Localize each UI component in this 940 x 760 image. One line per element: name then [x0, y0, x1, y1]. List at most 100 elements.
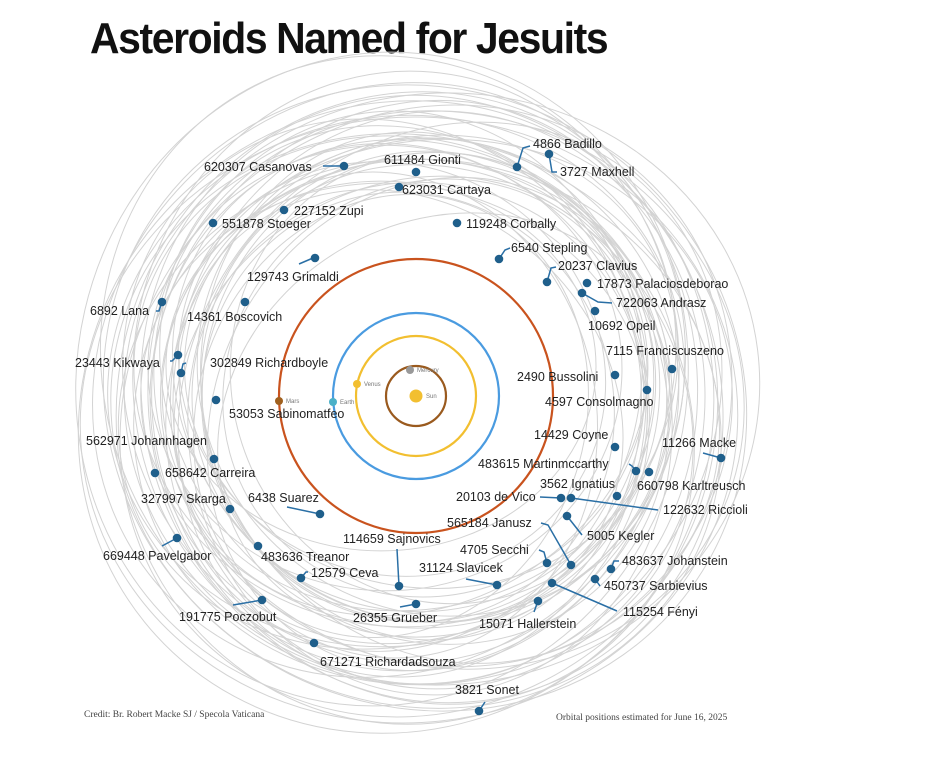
asteroid-dot — [610, 370, 620, 380]
asteroid-dot — [176, 368, 186, 378]
sun-label: Sun — [426, 394, 437, 400]
asteroid-label: 450737 Sarbievius — [604, 579, 708, 593]
asteroid-dot — [394, 581, 404, 591]
asteroid-label: 2490 Bussolini — [517, 370, 598, 384]
asteroid-dot — [394, 182, 404, 192]
leader-line — [540, 522, 572, 566]
asteroid-orbit-path — [110, 133, 722, 709]
asteroid-orbit-path — [159, 125, 669, 645]
asteroid-label: 114659 Sajnovics — [343, 532, 441, 546]
asteroid-label: 10692 Opeil — [588, 319, 655, 333]
asteroid-dot — [157, 297, 167, 307]
venus-marker — [353, 380, 361, 388]
leader-line — [548, 153, 557, 173]
asteroid-dot — [494, 254, 504, 264]
asteroid-label: 227152 Zupi — [294, 204, 364, 218]
asteroid-orbit-path — [75, 51, 689, 707]
asteroid-label: 4597 Consolmagno — [545, 395, 653, 409]
asteroid-label: 562971 Johannhagen — [86, 434, 207, 448]
asteroid-dot — [211, 395, 221, 405]
asteroid-orbit-path — [165, 138, 643, 652]
asteroid-label: 20237 Clavius — [558, 259, 637, 273]
asteroid-markers — [150, 149, 726, 716]
asteroid-orbit-path — [107, 114, 685, 648]
asteroid-dot — [642, 385, 652, 395]
mercury-marker — [406, 366, 414, 374]
asteroid-orbit-path — [173, 175, 649, 617]
asteroid-orbit-path — [177, 161, 607, 577]
asteroid-dot — [315, 509, 325, 519]
asteroid-orbit-path — [201, 191, 615, 623]
asteroid-orbit-path — [187, 150, 673, 696]
asteroid-dot — [667, 364, 677, 374]
asteroid-label: 7115 Franciscuszeno — [606, 344, 724, 358]
asteroid-dot — [512, 162, 522, 172]
asteroid-label: 53053 Sabinomatfeo — [229, 407, 344, 421]
asteroid-dot — [172, 533, 182, 543]
mars-marker — [275, 397, 283, 405]
asteroid-label: 14361 Boscovich — [187, 310, 282, 324]
asteroid-label: 483637 Johanstein — [622, 554, 728, 568]
asteroid-label: 6540 Stepling — [511, 241, 588, 255]
asteroid-label: 15071 Hallerstein — [479, 617, 576, 631]
mercury-orbit — [384, 364, 448, 428]
asteroid-dot — [566, 493, 576, 503]
asteroid-dot — [542, 277, 552, 287]
earth-marker — [329, 398, 337, 406]
asteroid-label: 483636 Treanor — [261, 550, 349, 564]
asteroid-label: 122632 Riccioli — [663, 503, 748, 517]
asteroid-label: 11266 Macke — [662, 436, 736, 450]
asteroid-dot — [716, 453, 726, 463]
asteroid-dot — [644, 467, 654, 477]
asteroid-orbit-path — [147, 110, 647, 678]
asteroid-dot — [173, 350, 183, 360]
asteroid-orbit-path — [140, 94, 724, 704]
asteroid-label: 722063 Andrasz — [616, 296, 706, 310]
asteroid-label: 623031 Cartaya — [402, 183, 491, 197]
leader-line — [516, 145, 531, 168]
asteroid-dot — [279, 205, 289, 215]
asteroid-orbit-path — [222, 178, 648, 598]
asteroid-dot — [566, 560, 576, 570]
earth-orbit — [331, 311, 501, 481]
asteroid-label: 611484 Gionti — [384, 153, 461, 167]
asteroid-label: 4705 Secchi — [460, 543, 529, 557]
asteroid-orbit-path — [133, 138, 733, 686]
asteroid-orbit-path — [229, 151, 661, 605]
credit-text: Credit: Br. Robert Macke SJ / Specola Va… — [84, 710, 265, 720]
asteroid-dot — [411, 167, 421, 177]
asteroid-dot — [590, 574, 600, 584]
asteroid-dot — [208, 218, 218, 228]
asteroid-dot — [562, 511, 572, 521]
asteroid-dot — [209, 454, 219, 464]
asteroid-dot — [631, 466, 641, 476]
leader-line — [298, 257, 314, 265]
venus-orbit — [354, 334, 478, 458]
asteroid-orbit-path — [177, 121, 723, 685]
venus-label: Venus — [364, 382, 381, 388]
asteroid-label: 191775 Poczobut — [179, 610, 277, 624]
asteroid-label: 6892 Lana — [90, 304, 149, 318]
asteroid-dot — [577, 288, 587, 298]
asteroid-dot — [582, 278, 592, 288]
leader-lines — [156, 145, 722, 712]
asteroid-label: 6438 Suarez — [248, 491, 319, 505]
asteroid-label: 20103 de Vico — [456, 490, 536, 504]
sun-marker — [409, 389, 423, 403]
asteroid-dot — [339, 161, 349, 171]
asteroid-label: 658642 Carreira — [165, 466, 255, 480]
asteroid-label: 31124 Slavicek — [419, 561, 504, 575]
asteroid-dot — [547, 578, 557, 588]
asteroid-label: 4866 Badillo — [533, 137, 602, 151]
asteroid-label: 23443 Kikwaya — [75, 356, 160, 370]
asteroid-label: 5005 Kegler — [587, 529, 654, 543]
asteroid-dot — [533, 596, 543, 606]
asteroid-label: 3821 Sonet — [455, 683, 519, 697]
asteroid-orbit-path — [147, 144, 623, 592]
mars-label: Mars — [286, 399, 299, 405]
asteroid-dot — [542, 558, 552, 568]
leader-line — [551, 582, 618, 612]
asteroid-label: 3562 Ignatius — [540, 477, 615, 491]
asteroid-orbit-path — [191, 181, 645, 613]
